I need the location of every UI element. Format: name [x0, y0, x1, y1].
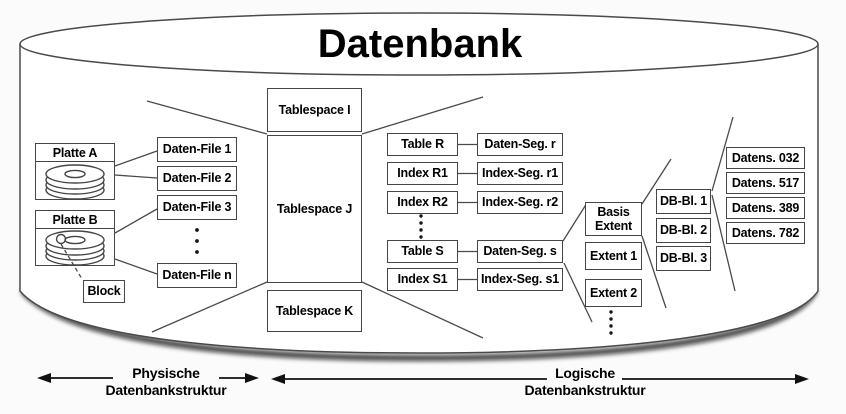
- table-s-box: Table S: [387, 240, 458, 263]
- fan-lines-tablespace: [361, 96, 484, 339]
- logical-structure-label: Logische Datenbankstruktur: [500, 365, 670, 398]
- db-block-3-box: DB-Bl. 3: [656, 246, 711, 271]
- table-r-box: Table R: [387, 133, 458, 156]
- daten-file-n-box: Daten-File n: [157, 263, 237, 288]
- index-seg-s1-box: Index-Seg. s1: [477, 268, 563, 291]
- fan-lines-left: [146, 100, 268, 333]
- ellipsis-dots-files: [195, 228, 199, 254]
- index-r2-box: Index R2: [387, 191, 458, 214]
- logical-structure-label-line1: Logische: [555, 365, 615, 381]
- block-marker-icon: [55, 233, 67, 245]
- disk-b-label: Platte B: [36, 211, 114, 229]
- disk-file-connectors: [114, 150, 158, 275]
- index-seg-r2-box: Index-Seg. r2: [477, 191, 563, 214]
- db-block-2-box: DB-Bl. 2: [656, 218, 711, 243]
- disk-icon-b: [45, 230, 105, 266]
- record-782-box: Datens. 782: [726, 222, 805, 244]
- disk-a-box: Platte A: [35, 143, 115, 200]
- logical-structure-label-line2: Datenbankstruktur: [524, 381, 646, 398]
- index-s1-box: Index S1: [387, 268, 458, 291]
- disk-icon-a: [45, 164, 105, 200]
- physical-structure-label-line1: Physische: [132, 365, 200, 381]
- daten-seg-s-box: Daten-Seg. s: [477, 240, 563, 263]
- tablespace-j-box: Tablespace J: [267, 135, 362, 283]
- fan-lines-extent: [641, 158, 672, 309]
- fan-lines-segment: [562, 202, 593, 323]
- logical-structure-arrow: [271, 374, 809, 384]
- tablespace-k-box: Tablespace K: [267, 290, 362, 332]
- index-r1-box: Index R1: [387, 162, 458, 185]
- db-block-1-box: DB-Bl. 1: [656, 189, 711, 214]
- disk-b-box: Platte B: [35, 210, 115, 266]
- extent-1-box: Extent 1: [585, 242, 642, 270]
- physical-structure-label: Physische Datenbankstruktur: [81, 365, 251, 398]
- cylinder-shadow: [21, 289, 817, 362]
- daten-file-1-box: Daten-File 1: [157, 137, 237, 162]
- tablespace-i-box: Tablespace I: [267, 88, 362, 132]
- basis-extent-box: Basis Extent: [585, 202, 642, 236]
- daten-seg-r-box: Daten-Seg. r: [477, 133, 563, 156]
- table-segment-connectors: [458, 143, 477, 281]
- daten-file-3-box: Daten-File 3: [157, 195, 237, 220]
- ellipsis-dots-extents: [609, 310, 613, 335]
- daten-file-2-box: Daten-File 2: [157, 166, 237, 191]
- record-032-box: Datens. 032: [726, 147, 805, 169]
- database-title: Datenbank: [317, 22, 523, 66]
- disk-a-label: Platte A: [36, 144, 114, 162]
- physical-structure-label-line2: Datenbankstruktur: [105, 381, 227, 398]
- index-seg-r1-box: Index-Seg. r1: [477, 162, 563, 185]
- record-389-box: Datens. 389: [726, 197, 805, 219]
- record-517-box: Datens. 517: [726, 172, 805, 194]
- extent-2-box: Extent 2: [585, 279, 642, 307]
- fan-lines-dbblock: [711, 116, 736, 292]
- block-box: Block: [83, 280, 125, 303]
- ellipsis-dots-indexes: [419, 214, 423, 239]
- physical-structure-arrow: [37, 373, 259, 383]
